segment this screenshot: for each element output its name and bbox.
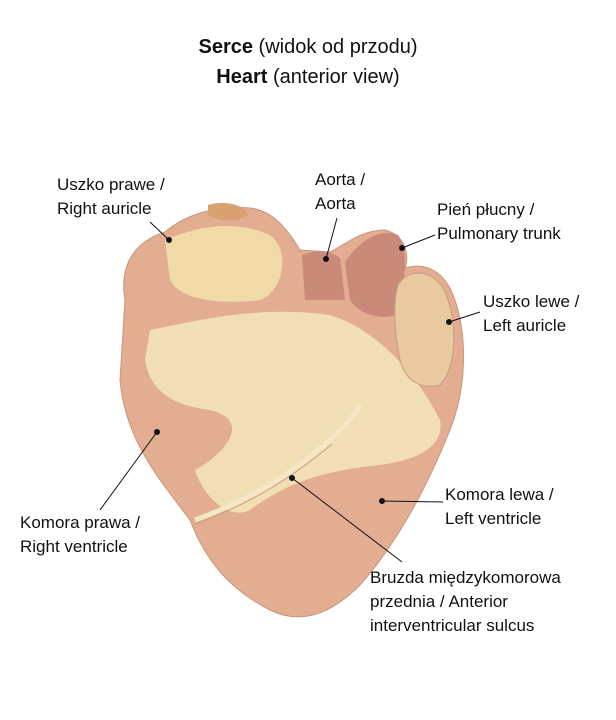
label-right-ventricle: Komora prawa /Right ventricle — [20, 513, 140, 556]
label-right-auricle: Uszko prawe /Right auricle — [57, 175, 165, 218]
label-pulmonary-trunk: Pień płucny /Pulmonary trunk — [437, 200, 561, 243]
label-left-auricle: Uszko lewe /Left auricle — [483, 292, 580, 335]
label-left-ventricle: Komora lewa /Left ventricle — [445, 485, 554, 528]
label-aorta: Aorta /Aorta — [315, 170, 366, 213]
title-polish: Serce (widok od przodu) — [198, 36, 418, 58]
title-english: Heart (anterior view) — [216, 66, 400, 88]
